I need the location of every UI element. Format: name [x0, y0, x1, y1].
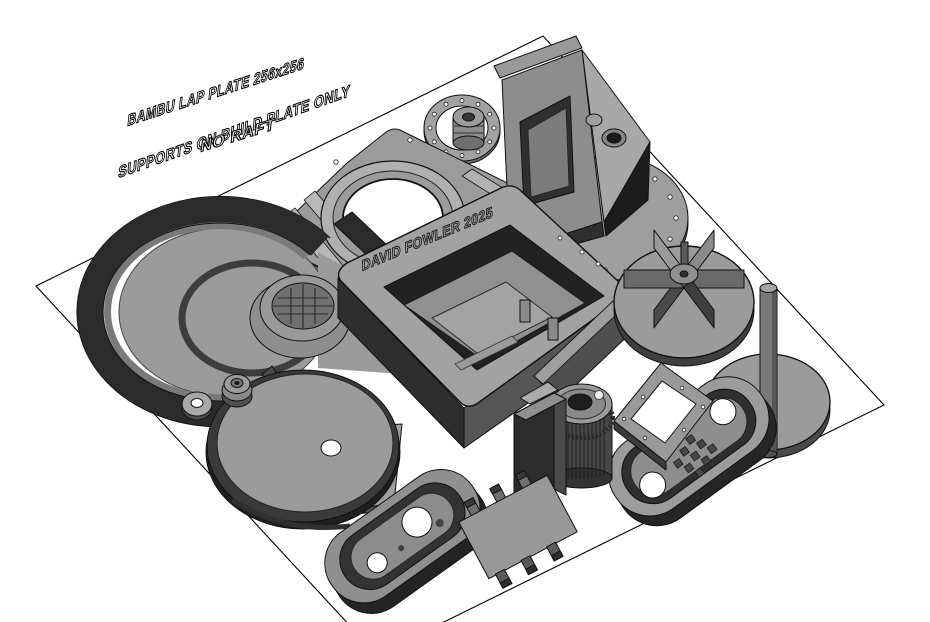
- build-plate-outline: [35, 35, 885, 622]
- round-plate-part: [205, 365, 403, 530]
- oval-right-hole: [639, 471, 667, 499]
- oval-right-hole: [709, 398, 737, 426]
- frame-window: [630, 380, 697, 444]
- wedge-top-fin: [493, 35, 583, 79]
- washer-part: [181, 391, 213, 421]
- round-plate-face: [216, 373, 394, 513]
- clip-tabs-bottom: [494, 541, 564, 589]
- oval-left-hole-small: [366, 552, 388, 574]
- plate-annotation: BAMBU LAP PLATE 256x256 SUPPORTS ON BUIL…: [117, 54, 351, 182]
- small-pulley-part: [221, 374, 253, 408]
- round-plate-center-hole: [320, 439, 342, 457]
- wedge-hole: [606, 132, 622, 144]
- impeller-part: [613, 229, 755, 367]
- tray-post: [547, 317, 559, 341]
- tray-post: [519, 299, 531, 323]
- curved-strip: [230, 497, 351, 530]
- wedge-boss: [585, 113, 603, 127]
- frame-screw-holes: [621, 385, 706, 441]
- oval-left-hole-large: [401, 506, 433, 538]
- rect-frame-part: [613, 362, 714, 471]
- grille-lines: [272, 284, 334, 328]
- pulley-hub-part: [452, 106, 485, 151]
- motor-shaft-hole: [567, 393, 593, 411]
- clip-plate-part: [458, 469, 578, 589]
- motor-part: [513, 381, 615, 510]
- flange-ring-part: [423, 94, 501, 165]
- clip-plate-face: [458, 474, 578, 580]
- flange-bolt-holes: [427, 98, 497, 158]
- oval-right-studs: [672, 434, 718, 478]
- oval-housing-left-part: [324, 468, 489, 614]
